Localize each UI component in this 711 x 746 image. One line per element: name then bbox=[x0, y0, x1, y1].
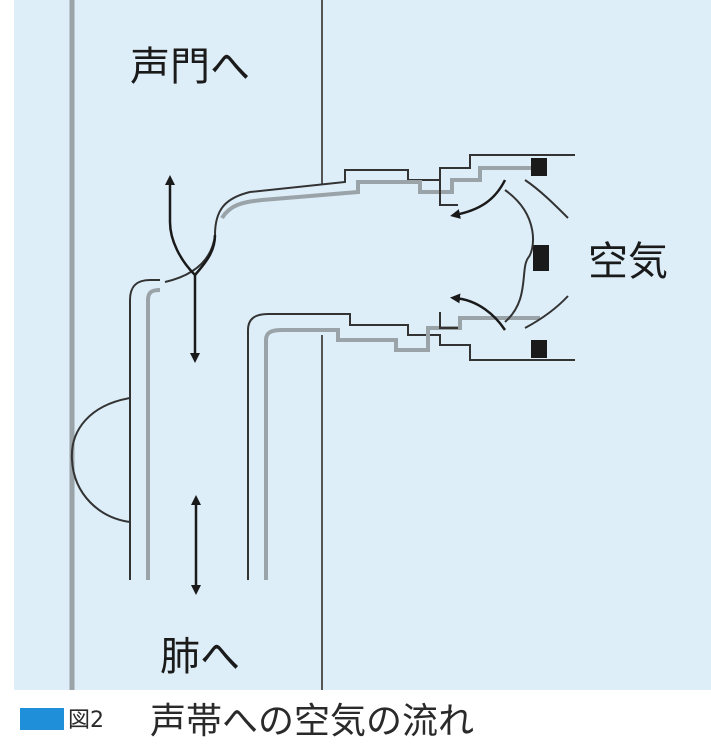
caption-accent-square bbox=[20, 708, 64, 730]
diagram-background bbox=[14, 0, 711, 690]
caption-figure-number: 図2 bbox=[68, 708, 104, 733]
nozzle-top-bracket bbox=[439, 180, 458, 206]
fold-tail-top bbox=[524, 179, 569, 219]
left-bulge bbox=[70, 397, 131, 523]
tube-bottom-wall bbox=[268, 313, 575, 361]
branch-arrow-side bbox=[194, 234, 217, 276]
branch-arrow-up bbox=[165, 175, 196, 276]
fold-tail-bottom bbox=[524, 295, 569, 329]
fold-marker-middle bbox=[533, 245, 549, 271]
tube-right-wall bbox=[247, 313, 269, 580]
label-glottis: 声門へ bbox=[130, 44, 250, 90]
nozzle-bottom-bracket bbox=[439, 312, 458, 329]
label-lungs: 肺へ bbox=[160, 634, 240, 680]
air-arrow-upper bbox=[450, 179, 507, 219]
tube-top-wall-inner bbox=[220, 166, 540, 220]
fold-marker-top bbox=[531, 158, 547, 176]
tube-left-wall bbox=[129, 279, 160, 580]
tube-bottom-wall-inner bbox=[282, 316, 540, 352]
tube-left-wall-inner bbox=[146, 288, 161, 580]
label-air: 空気 bbox=[588, 239, 668, 285]
tube-top-wall bbox=[214, 154, 575, 236]
tube-right-wall-inner bbox=[264, 328, 283, 580]
fold-marker-bottom bbox=[531, 340, 547, 358]
caption-text: 声帯への空気の流れ bbox=[150, 701, 474, 742]
fold-curve bbox=[504, 189, 535, 323]
air-arrow-lower bbox=[450, 293, 507, 331]
